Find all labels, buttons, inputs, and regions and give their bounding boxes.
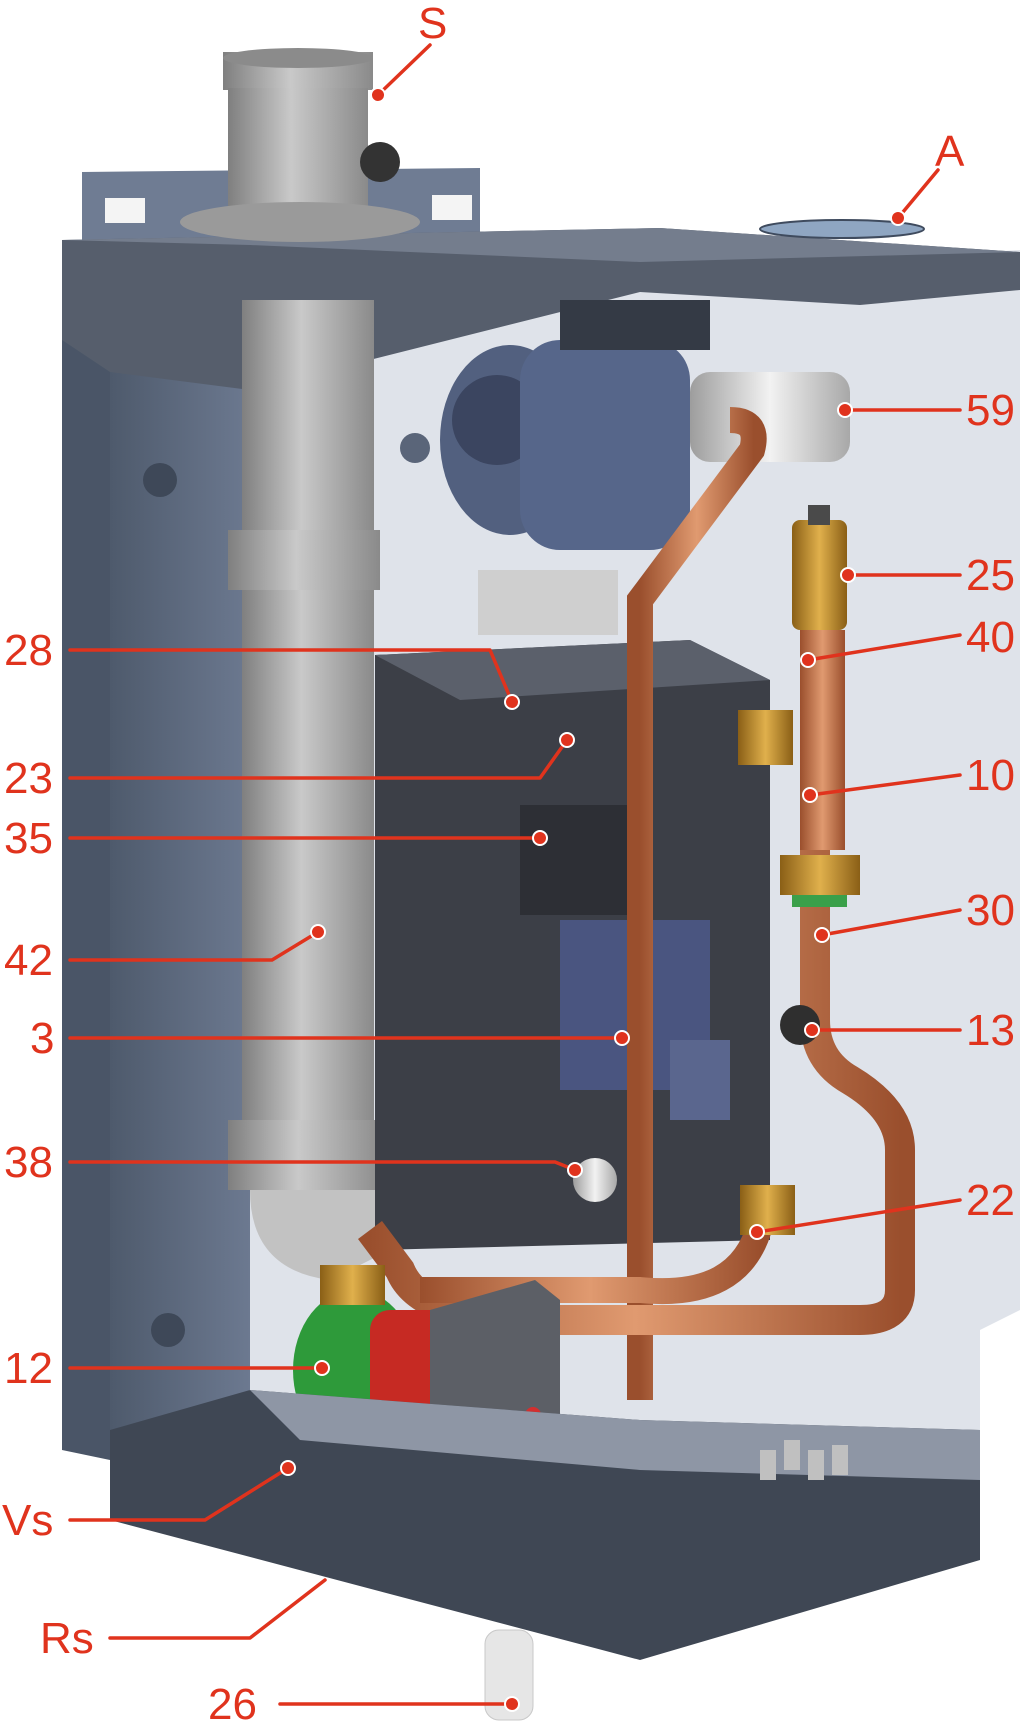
label-Rs: Rs (40, 1614, 94, 1663)
air-vent-cap (808, 505, 830, 525)
label-10: 10 (966, 751, 1015, 800)
leader-dot-Vs (280, 1460, 296, 1476)
leader-Vs (68, 1466, 290, 1522)
leader-40 (806, 633, 962, 662)
flue-test-port (360, 142, 400, 182)
label-3: 3 (30, 1014, 54, 1063)
leader-S (376, 43, 432, 97)
left-side-panel (62, 240, 110, 1460)
tray-connector (784, 1440, 800, 1470)
label-Vs: Vs (2, 1496, 53, 1545)
venturi-59 (690, 372, 850, 462)
leader-dot-40 (800, 652, 816, 668)
label-25: 25 (966, 551, 1015, 600)
fan-housing (520, 340, 690, 550)
mounting-hole (400, 433, 430, 463)
leader-dot-23 (559, 732, 575, 748)
leader-dot-A (890, 210, 906, 226)
control-box-35 (520, 805, 645, 915)
callout-leaders (68, 43, 962, 1712)
gas-valve-actuator (670, 1040, 730, 1120)
label-12: 12 (4, 1344, 53, 1393)
leader-28 (68, 648, 514, 704)
air-vent-25 (792, 520, 847, 630)
flue-top-rim (223, 48, 373, 68)
leader-dot-38 (567, 1162, 583, 1178)
leader-dot-25 (840, 567, 856, 583)
label-35: 35 (4, 814, 53, 863)
nrv-38 (573, 1158, 617, 1202)
label-S: S (418, 0, 447, 48)
pump-brass-top (320, 1265, 385, 1305)
label-A: A (935, 127, 965, 176)
flue-upper (228, 88, 368, 218)
gas-pipe-vertical (627, 407, 767, 1400)
leader-22 (755, 1198, 962, 1234)
label-38: 38 (4, 1138, 53, 1187)
mounting-hole (143, 463, 177, 497)
air-intake-plate (759, 219, 925, 239)
water-pipe-lower (420, 1221, 773, 1305)
heat-exchanger-top (375, 640, 770, 700)
fan-outlet (478, 570, 618, 635)
leader-30 (820, 908, 962, 937)
label-28: 28 (4, 626, 53, 675)
flue-band-lower (228, 1120, 384, 1190)
flue-flange (180, 202, 420, 242)
pressure-switch (560, 300, 710, 350)
leader-dot-S (370, 87, 386, 103)
leader-A (896, 168, 940, 220)
flue-band (228, 530, 380, 590)
leader-10 (808, 773, 962, 797)
flue-main (242, 300, 374, 1180)
leader-23 (68, 738, 569, 780)
leader-dot-22 (749, 1224, 765, 1240)
leader-dot-59 (837, 402, 853, 418)
leader-42 (68, 930, 320, 962)
label-23: 23 (4, 754, 53, 803)
leader-dot-3 (614, 1030, 630, 1046)
fan-grille (452, 375, 542, 465)
label-26: 26 (208, 1680, 257, 1727)
tray-connector (808, 1450, 824, 1480)
bracket-slot (432, 195, 472, 220)
brass-fitting-30 (780, 855, 860, 895)
flue-elbow (250, 1190, 390, 1280)
left-panel-inner (110, 250, 250, 1460)
green-seal (792, 895, 847, 907)
label-22: 22 (966, 1176, 1015, 1225)
tray-connector (832, 1445, 848, 1475)
leader-dot-10 (802, 787, 818, 803)
bracket-slot (105, 198, 145, 223)
tray-connector (760, 1450, 776, 1480)
leader-dot-13 (804, 1022, 820, 1038)
tray-connections (760, 1440, 848, 1480)
leader-dot-26 (504, 1696, 520, 1712)
leader-dot-35 (532, 830, 548, 846)
leader-dot-42 (310, 924, 326, 940)
label-13: 13 (966, 1006, 1015, 1055)
leader-dot-12 (314, 1360, 330, 1376)
leader-dot-28 (504, 694, 520, 710)
mounting-hole (151, 1313, 185, 1347)
leader-Rs (108, 1578, 327, 1640)
label-42: 42 (4, 936, 53, 985)
boiler-illustration (62, 48, 1020, 1721)
condensate-drain-26 (484, 1629, 534, 1721)
label-59: 59 (966, 386, 1015, 435)
brass-fitting-he (738, 710, 793, 765)
label-30: 30 (966, 886, 1015, 935)
label-40: 40 (966, 613, 1015, 662)
leader-dot-30 (814, 927, 830, 943)
